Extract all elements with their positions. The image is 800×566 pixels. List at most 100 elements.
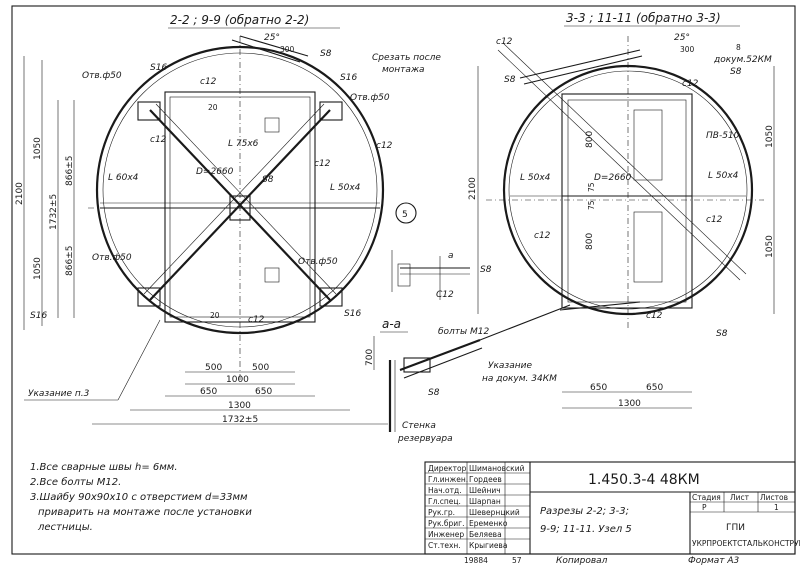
left-dim-1732-h: 1732±5	[222, 415, 258, 425]
section-bolts-label: болты М12	[438, 327, 490, 337]
tb-role-1: Директор	[428, 464, 467, 473]
tb-name-6: Еременко	[469, 519, 508, 528]
left-gusset-mid-bottom	[264, 267, 280, 283]
tb-role-6: Рук.бриг.	[428, 519, 464, 528]
left-brace-edge-1	[155, 103, 337, 295]
right-dim-300: 300	[680, 45, 695, 54]
right-label-c12-d: с12	[534, 231, 551, 241]
right-label-l50-b: L 50х4	[520, 173, 551, 183]
left-view-title: 2-2 ; 9-9 (обратно 2-2)	[170, 13, 309, 27]
footer-page: 57	[512, 556, 522, 565]
left-note-ref: Указание п.3	[28, 389, 90, 399]
right-label-c12-a: с12	[496, 37, 513, 47]
left-gusset-top-left	[137, 101, 161, 121]
left-dim-1732: 1732±5	[49, 194, 59, 230]
left-dim-1300: 1300	[228, 401, 251, 411]
tb-value-sheets: 1	[774, 503, 779, 512]
tb-header-stage: Стадия	[692, 493, 721, 502]
title-block: Директор Гл.инжен. Нач.отд. Гл.спец. Рук…	[424, 461, 800, 555]
node-5-label: 5	[402, 210, 408, 220]
note-1: 1.Все сварные швы h= 6мм.	[30, 462, 178, 473]
left-section-view: 2-2 ; 9-9 (обратно 2-2) 25° 300 S8 S16	[15, 13, 393, 425]
note-2: 2.Все болты М12.	[30, 476, 121, 488]
section-wall-label-1: Стенка	[402, 421, 436, 431]
tb-name-4: Шарпан	[469, 497, 501, 506]
left-gusset-bottom-left	[137, 287, 161, 307]
left-label-s16-b: S16	[340, 73, 357, 83]
right-dim-1050-a: 1050	[765, 125, 775, 148]
right-label-pv: ПВ-510	[706, 131, 740, 141]
section-ladder-member-2	[403, 347, 483, 379]
right-dim-8: 8	[736, 43, 741, 52]
section-note-2: на докум. 34КМ	[482, 374, 557, 384]
right-label-s8-a: S8	[730, 67, 742, 77]
section-a-a: а-а 700 болты М12 Указание на докум. 34К…	[365, 304, 571, 444]
section-wall-label-2: резервуара	[397, 434, 453, 444]
left-note-ref-leader	[117, 319, 161, 401]
left-label-s16-d: S16	[344, 309, 361, 319]
tb-role-4: Гл.спец.	[428, 497, 461, 506]
left-dim-20-a: 20	[208, 103, 218, 112]
right-label-dokum: докум.52КМ	[713, 55, 772, 65]
left-label-l50: L 50х4	[330, 183, 361, 193]
tb-role-8: Ст.техн.	[428, 541, 461, 550]
left-dim-1050-a: 1050	[33, 137, 43, 160]
left-label-c12-b: с12	[150, 135, 167, 145]
sheet-frame	[11, 5, 796, 555]
tb-header-sheets: Листов	[760, 493, 788, 502]
tb-name-3: Шейнич	[469, 486, 501, 495]
tb-name-8: Крыгиева	[469, 541, 507, 550]
left-label-hole-3: Отв.ф50	[92, 253, 132, 263]
left-dim-866-a: 866±5	[65, 156, 75, 186]
left-label-c12-c: с12	[314, 159, 331, 169]
left-dim-300: 300	[280, 45, 295, 54]
section-a-a-title: а-а	[382, 317, 401, 331]
right-label-l50-a: L 50х4	[708, 171, 739, 181]
left-platform-frame	[164, 91, 316, 323]
tb-name-2: Гордеев	[469, 475, 502, 484]
right-label-c12-e: с12	[646, 311, 663, 321]
right-view-title: 3-3 ; 11-11 (обратно 3-3)	[566, 11, 721, 25]
footer-copied: Копировал	[556, 556, 608, 566]
tb-description-2: 9-9; 11-11. Узел 5	[540, 524, 632, 535]
right-section-view: 3-3 ; 11-11 (обратно 3-3) 25° 300 8 доку…	[372, 11, 775, 409]
right-dim-800-b: 800	[585, 233, 595, 250]
left-label-c12-e: с12	[248, 315, 265, 325]
left-platform-inner	[169, 96, 311, 318]
right-platform-inner	[567, 99, 687, 303]
title-block-frame	[424, 461, 796, 555]
right-top-ladder-1	[519, 49, 641, 79]
tb-description-1: Разрезы 2-2; 3-3;	[540, 506, 629, 517]
left-label-s8-b: S8	[262, 175, 274, 185]
right-dim-75-a: 75	[587, 182, 596, 192]
left-dim-650-b: 650	[255, 387, 272, 397]
node-a-mark: а	[448, 251, 454, 261]
right-label-diameter: D=2660	[594, 173, 632, 183]
left-dim-500-a: 500	[205, 363, 222, 373]
tb-name-7: Беляева	[469, 530, 502, 539]
left-label-hole-1: Отв.ф50	[82, 71, 122, 81]
right-label-c12-b: с12	[682, 79, 699, 89]
right-dim-1300: 1300	[618, 399, 641, 409]
left-label-diameter: D=2660	[196, 167, 234, 177]
right-hatch-bottom	[633, 211, 663, 283]
section-ladder-extension	[479, 304, 571, 341]
note-3: 3.Шайбу 90х90х10 с отверстием d=33мм	[30, 491, 248, 503]
tb-role-2: Гл.инжен.	[428, 475, 468, 484]
right-top-ladder-2	[523, 55, 643, 85]
node-5-detail: 5 а С12	[391, 202, 470, 300]
left-dim-500-b: 500	[252, 363, 269, 373]
tb-header-sheet: Лист	[730, 493, 750, 502]
left-dim-1000: 1000	[226, 375, 249, 385]
tb-role-7: Инженер	[428, 530, 464, 539]
tb-doc-number: 1.450.3-4 48КМ	[588, 472, 700, 488]
left-label-l60: L 60х4	[108, 173, 139, 183]
general-notes: 1.Все сварные швы h= 6мм. 2.Все болты М1…	[30, 462, 252, 533]
left-center-gusset	[229, 195, 251, 221]
right-bottom-ladder	[559, 301, 641, 311]
tb-org-1: ГПИ	[726, 523, 745, 533]
right-hatch-top	[633, 109, 663, 181]
left-dim-866-b: 866±5	[65, 246, 75, 276]
tb-role-5: Рук.гр.	[428, 508, 455, 517]
right-label-cut-2: монтажа	[382, 65, 425, 75]
